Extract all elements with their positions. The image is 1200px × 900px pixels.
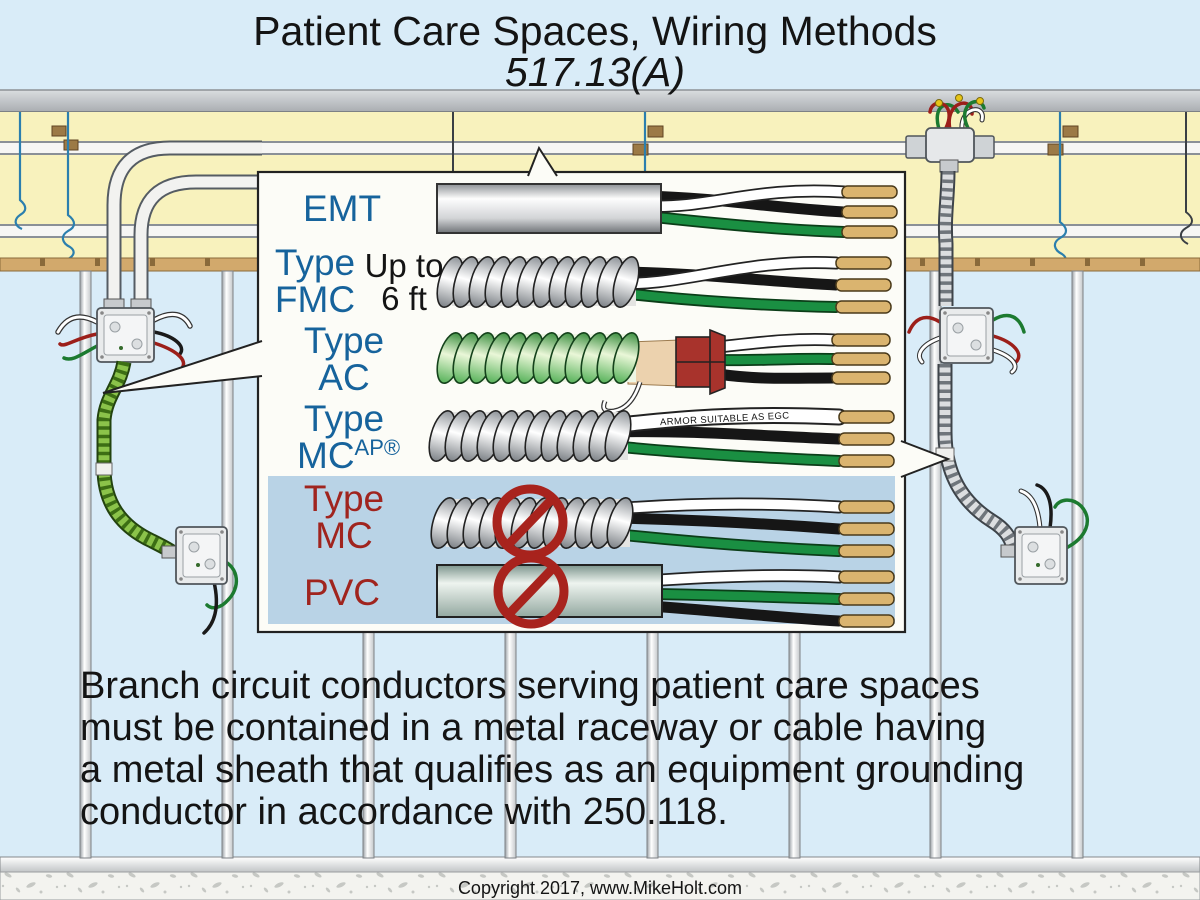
mc-label-line2: MC [315,515,373,556]
rule-text-line3: a metal sheath that qualifies as an equi… [80,749,1024,791]
junction-box-right [907,307,1026,375]
rule-text-line1: Branch circuit conductors serving patien… [80,665,980,707]
copyright: Copyright 2017, www.MikeHolt.com [458,878,742,898]
floor [0,856,1200,900]
fmc-label-line2: FMC [275,279,355,320]
tee-fitting-right [905,94,995,173]
emt-label: EMT [303,188,381,229]
fmc-label-line1: Type [275,242,355,283]
junction-box-left [55,298,193,370]
mc-label-line1: Type [304,478,384,519]
left-conduit-elbows [106,140,262,312]
wall-box-left [175,526,238,635]
fmc-graphic [432,254,892,314]
rule-text-line2: must be contained in a metal raceway or … [80,707,986,749]
fmc-drop-right [935,170,1021,558]
mcap-label-line1: Type [304,398,384,439]
pvc-graphic [436,553,895,629]
fmc-length-note-line1: Up to [365,247,444,284]
rule-text-line4: conductor in accordance with 250.118. [80,791,728,833]
wall-box-right [1014,483,1089,585]
pvc-label: PVC [304,572,380,613]
mc-graphic [426,484,895,560]
page-title: Patient Care Spaces, Wiring Methods [253,8,937,54]
ac-graphic [432,328,891,414]
emt-graphic [436,183,898,239]
fmc-length-note-line2: 6 ft [381,280,427,317]
ac-label-line2: AC [318,357,369,398]
ac-label-line1: Type [304,320,384,361]
prohibition-icon-pvc [493,553,569,629]
mcap-label-line2: MCAP® [297,435,400,476]
rule-text: Branch circuit conductors serving patien… [80,665,1024,833]
code-section: 517.13(A) [505,49,685,95]
mcap-graphic: ARMOR SUITABLE AS EGC [424,407,895,468]
